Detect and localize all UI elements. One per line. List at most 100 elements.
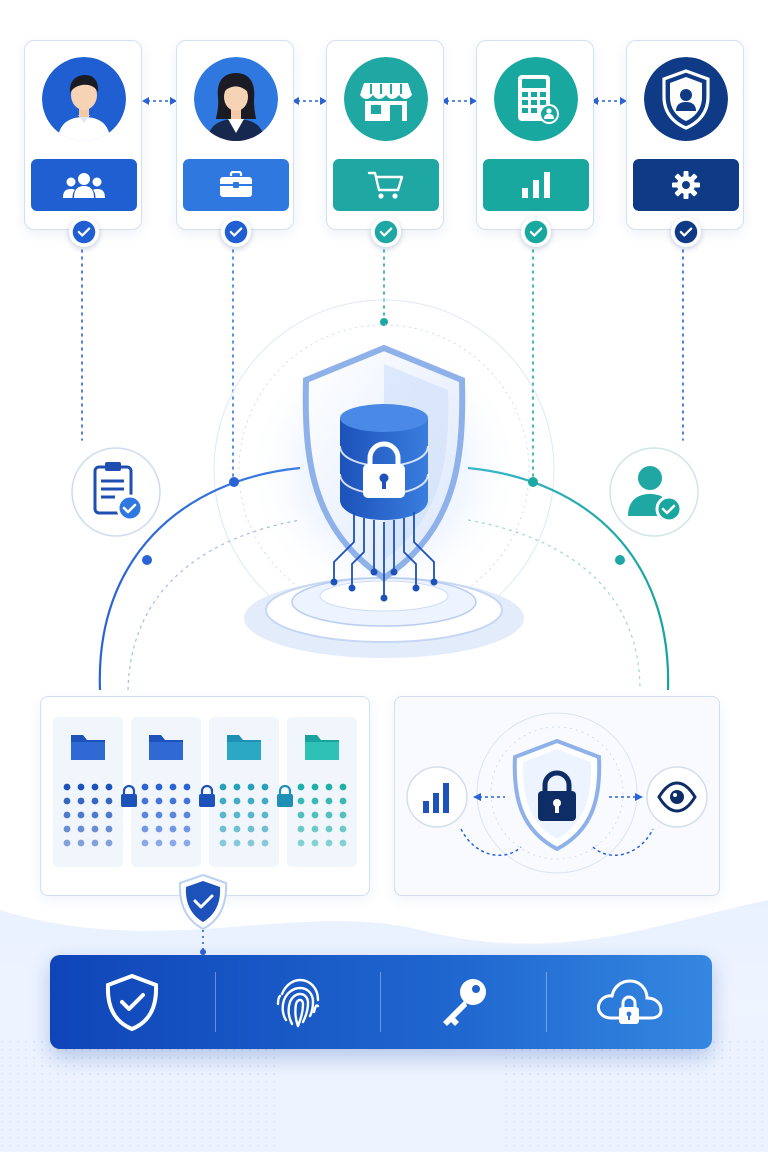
central-data-vault[interactable] — [224, 340, 544, 670]
data-dot — [77, 811, 85, 819]
data-dot — [325, 825, 333, 833]
data-dot — [105, 783, 113, 791]
data-dot — [311, 797, 319, 805]
folder-icon — [149, 735, 183, 760]
data-folder-column[interactable] — [209, 717, 279, 867]
analytics-icon[interactable] — [406, 766, 468, 828]
data-dot — [183, 811, 191, 819]
female-business-avatar — [194, 57, 278, 141]
data-dot — [311, 839, 319, 847]
data-dot — [247, 839, 255, 847]
cloud-lock-icon — [597, 979, 663, 1024]
settings-icon — [672, 171, 700, 199]
verified-shield-badge — [178, 873, 228, 931]
data-dot — [63, 797, 71, 805]
data-dot — [233, 825, 241, 833]
store-avatar — [344, 57, 428, 141]
briefcase-icon — [220, 171, 252, 197]
data-dot — [219, 811, 227, 819]
compliance-node[interactable] — [68, 444, 164, 540]
security-features-bar — [50, 955, 712, 1049]
data-dot — [247, 783, 255, 791]
data-dot — [169, 783, 177, 791]
data-dot — [141, 797, 149, 805]
check-icon — [72, 220, 96, 244]
data-dot — [141, 783, 149, 791]
role-card-business[interactable] — [176, 40, 294, 247]
data-dot — [339, 783, 347, 791]
data-dot — [339, 811, 347, 819]
role-check-badge — [671, 217, 701, 247]
data-dot — [141, 811, 149, 819]
data-dot — [311, 783, 319, 791]
data-segmentation-panel — [40, 696, 370, 896]
eye-icon[interactable] — [646, 766, 708, 828]
data-folder-column[interactable] — [53, 717, 123, 867]
data-dot — [233, 839, 241, 847]
security-feature-biometric[interactable] — [216, 955, 380, 1049]
security-feature-key[interactable] — [381, 955, 545, 1049]
security-feature-cloud[interactable] — [547, 955, 711, 1049]
role-card-store[interactable] — [326, 40, 444, 247]
role-card-finance[interactable] — [476, 40, 594, 247]
team-icon — [63, 173, 105, 198]
role-card-admin[interactable] — [626, 40, 744, 247]
data-dot — [169, 839, 177, 847]
data-dot — [77, 825, 85, 833]
data-dot — [311, 811, 319, 819]
data-dot — [77, 839, 85, 847]
data-dot — [261, 797, 269, 805]
data-dot — [105, 825, 113, 833]
verified-user-node[interactable] — [606, 444, 702, 540]
data-dot — [261, 839, 269, 847]
data-dot — [183, 797, 191, 805]
data-dot — [63, 839, 71, 847]
data-dot — [219, 797, 227, 805]
role-check-badge — [69, 217, 99, 247]
data-dot — [325, 797, 333, 805]
data-dot — [261, 783, 269, 791]
data-dot — [155, 797, 163, 805]
data-dot — [339, 839, 347, 847]
folder-icon — [305, 735, 339, 760]
role-bar-analytics — [483, 159, 589, 211]
data-dot — [219, 825, 227, 833]
data-dot — [91, 839, 99, 847]
data-dot — [247, 797, 255, 805]
data-dot — [77, 797, 85, 805]
data-dot — [261, 825, 269, 833]
clipboard-check-icon — [93, 462, 144, 522]
data-dot — [233, 797, 241, 805]
data-folder-column[interactable] — [131, 717, 201, 867]
role-check-badge — [221, 217, 251, 247]
data-dot — [325, 811, 333, 819]
data-dot — [233, 783, 241, 791]
male-user-avatar — [42, 57, 126, 141]
role-bar-settings — [633, 159, 739, 211]
data-dot — [325, 839, 333, 847]
divider — [380, 972, 381, 1032]
data-dot — [297, 811, 305, 819]
security-feature-shield[interactable] — [50, 955, 214, 1049]
data-dot — [105, 811, 113, 819]
calculator-avatar — [494, 57, 578, 141]
data-dot — [91, 825, 99, 833]
access-control-panel — [394, 696, 720, 896]
data-dot — [183, 839, 191, 847]
check-icon — [224, 220, 248, 244]
role-card-user[interactable] — [24, 40, 142, 247]
data-dot — [91, 797, 99, 805]
check-icon — [524, 220, 548, 244]
data-dot — [219, 839, 227, 847]
shopping-cart-icon — [367, 171, 404, 199]
lock-shield-icon[interactable] — [512, 738, 602, 852]
data-folder-column[interactable] — [287, 717, 357, 867]
folder-icon — [227, 735, 261, 760]
data-dot — [63, 811, 71, 819]
data-dot — [169, 811, 177, 819]
data-dot — [233, 811, 241, 819]
data-dot — [155, 825, 163, 833]
data-dot — [105, 839, 113, 847]
data-dot — [63, 825, 71, 833]
